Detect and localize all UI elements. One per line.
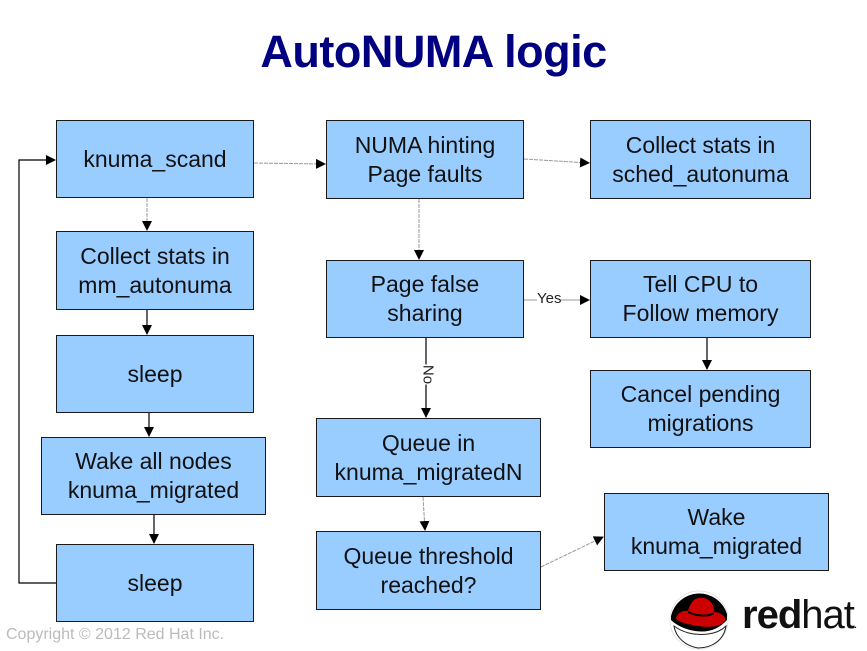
node-label: Queue threshold <box>343 542 514 569</box>
node-label: migrations <box>647 410 754 436</box>
edge-queue-in-to-threshold <box>419 496 430 531</box>
copyright-text: Copyright © 2012 Red Hat Inc. <box>6 626 225 643</box>
node-queue-in-migratedn: Queue in knuma_migratedN <box>316 418 541 497</box>
edge-label-no: No <box>419 364 437 385</box>
node-label: knuma_migrated <box>67 477 240 503</box>
node-label: Page false <box>370 271 480 297</box>
node-label: Collect stats in <box>80 242 230 269</box>
wordmark-red: red <box>742 593 802 637</box>
edge-scand-to-faults <box>253 158 326 169</box>
redhat-logo: redhat. <box>668 590 858 650</box>
node-label: NUMA hinting <box>354 131 496 158</box>
node-label: reached? <box>380 571 477 598</box>
node-cancel-pending-migrations: Cancel pending migrations <box>590 370 811 448</box>
edge-threshold-to-wake <box>540 536 604 568</box>
node-sleep-2: sleep <box>56 544 254 622</box>
shadowman-hat-icon <box>669 590 729 650</box>
edge-label-yes: Yes <box>537 290 562 307</box>
node-queue-threshold-reached: Queue threshold reached? <box>316 531 541 610</box>
node-label: Collect stats in <box>625 131 776 158</box>
node-page-false-sharing: Page false sharing <box>326 260 524 338</box>
node-label: sharing <box>387 300 463 326</box>
node-label: Wake <box>687 504 746 530</box>
wordmark-dot: . <box>853 617 858 631</box>
node-numa-hinting-faults: NUMA hinting Page faults <box>326 120 524 199</box>
node-label: Wake all nodes <box>75 448 232 474</box>
node-label: knuma_scand <box>83 145 227 172</box>
redhat-wordmark: redhat. <box>742 593 858 638</box>
slide-title: AutoNUMA logic <box>260 26 607 77</box>
node-sleep-1: sleep <box>56 335 254 413</box>
node-wake-knuma-migrated: Wake knuma_migrated <box>604 493 829 571</box>
node-wake-all-nodes: Wake all nodes knuma_migrated <box>41 437 266 515</box>
node-label: sleep <box>127 360 183 387</box>
edge-faults-to-collect-sched <box>523 157 590 168</box>
node-knuma-scand: knuma_scand <box>56 120 254 198</box>
node-label: Cancel pending <box>620 381 781 407</box>
node-label: mm_autonuma <box>78 271 232 298</box>
node-label: Page faults <box>367 160 483 187</box>
node-label: sleep <box>127 569 183 596</box>
node-tell-cpu-follow-memory: Tell CPU to Follow memory <box>590 260 811 338</box>
node-label: Tell CPU to <box>642 271 759 297</box>
node-label: Queue in <box>381 429 476 456</box>
edge-loop-sleep-to-scand <box>18 155 56 584</box>
node-label: sched_autonuma <box>612 160 789 187</box>
node-collect-stats-mm: Collect stats in mm_autonuma <box>56 231 254 310</box>
node-label: knuma_migrated <box>630 533 803 559</box>
node-collect-stats-sched: Collect stats in sched_autonuma <box>590 120 811 199</box>
node-label: knuma_migratedN <box>334 458 523 485</box>
node-label: Follow memory <box>622 300 779 326</box>
wordmark-hat: hat <box>801 593 855 637</box>
